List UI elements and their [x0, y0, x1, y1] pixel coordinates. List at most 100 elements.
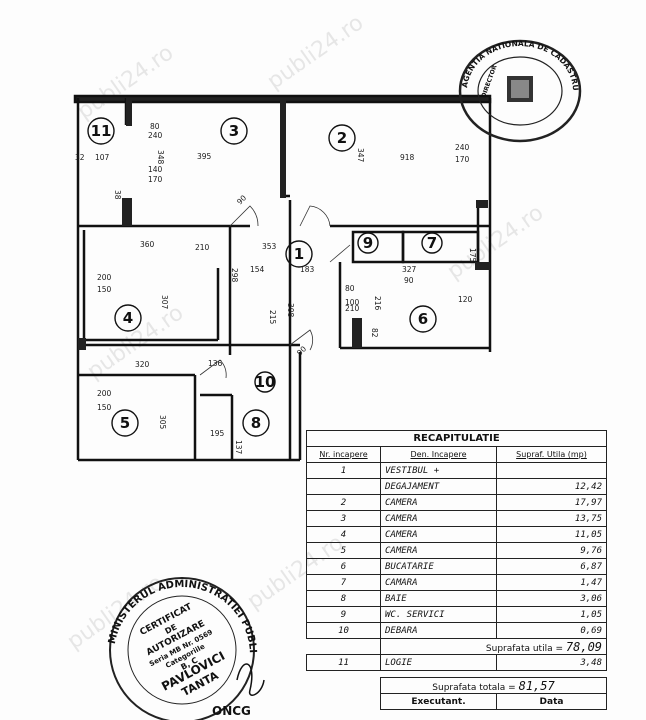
dimension-label: 150 [97, 403, 112, 412]
recap-header-nr: Nr. incapere [306, 446, 381, 463]
dimension-label: 918 [400, 153, 415, 162]
recap-cell-sup: 1,05 [495, 606, 608, 623]
recap-cell-sup: 17,97 [495, 494, 608, 511]
dimension-label: 347 [356, 148, 365, 163]
recapitulatie-table: RECAPITULATIE Nr. incapere Den. Incapere… [305, 430, 608, 716]
recap-cell-den: WC. SERVICI [380, 606, 497, 623]
recap-cell-sup: 6,87 [495, 558, 608, 575]
dimension-label: 307 [160, 295, 169, 310]
dimension-label: 170 [148, 175, 163, 184]
recap-cell-sup: 0,69 [495, 622, 608, 639]
dimension-label: 137 [234, 440, 243, 455]
room-number: 6 [418, 310, 428, 328]
recap-cell-den: BAIE [380, 590, 497, 607]
recap-cell-nr: 1 [306, 462, 381, 479]
recap-cell-nr: 4 [306, 526, 381, 543]
dimension-label: 140 [148, 165, 163, 174]
dimension-label: 120 [458, 295, 473, 304]
recap-cell-den: CAMERA [380, 510, 497, 527]
recap-cell-nr: 9 [306, 606, 381, 623]
dimension-label: 150 [97, 285, 112, 294]
dimension-label: 360 [140, 240, 155, 249]
ancpi-stamp: AGENTIA NATIONALA DE CADASTRU SI PUBLICI… [455, 36, 582, 143]
recap-cell-den: CAMERA [380, 494, 497, 511]
dimension-label: 240 [148, 131, 163, 140]
recap-header-sup: Supraf. Utila (mp) [495, 446, 608, 463]
recap-cell-den: CAMARA [380, 574, 497, 591]
recap-cell-sup: 3,06 [495, 590, 608, 607]
dimension-label: 195 [210, 429, 225, 438]
recap-cell-nr: 5 [306, 542, 381, 559]
stamp-suffix: ONCG [212, 704, 251, 718]
room-marker-5: 5 [111, 409, 139, 437]
dimension-label: 80 [150, 122, 160, 131]
dimension-label: 353 [262, 242, 277, 251]
room-number: 4 [123, 309, 133, 327]
recap-cell-nr: 2 [306, 494, 381, 511]
stamp-center-text: DIRECTOR [480, 64, 498, 99]
recap-cell-sup: 9,76 [495, 542, 608, 559]
logie-den: LOGIE [380, 654, 497, 671]
dimension-label: 308 [286, 303, 295, 318]
dimension-label: 216 [373, 296, 382, 311]
recap-cell-nr: 6 [306, 558, 381, 575]
room-number: 8 [251, 414, 261, 432]
dimension-label: 348 [156, 150, 165, 165]
dimension-label: 38 [113, 190, 122, 200]
door-swings [199, 205, 351, 379]
total-util-value: 78,09 [565, 639, 603, 654]
dimension-label: 200 [97, 389, 112, 398]
recap-cell-sup: 1,47 [495, 574, 608, 591]
recap-header-den: Den. Incapere [380, 446, 497, 463]
dimension-label: 80 [345, 284, 355, 293]
dimension-label: 215 [268, 310, 277, 325]
room-number: 3 [229, 122, 239, 140]
recap-cell-sup: 13,75 [495, 510, 608, 527]
dimension-label: 100 [345, 298, 360, 307]
dimension-label: 210 [195, 243, 210, 252]
recap-cell-nr [306, 478, 381, 495]
wall-fills [78, 98, 490, 350]
recap-cell-nr: 7 [306, 574, 381, 591]
recap-cell-sup: 12,42 [495, 478, 608, 495]
recap-cell-den: CAMERA [380, 526, 497, 543]
dimension-label: 32 [75, 153, 85, 162]
dimension-label: 136 [208, 359, 223, 368]
recap-cell-den: DEBARA [380, 622, 497, 639]
room-marker-11: 11 [87, 117, 115, 145]
room-marker-9: 9 [357, 232, 379, 254]
room-marker-10: 10 [254, 371, 276, 393]
recap-cell-den: DEGAJAMENT [380, 478, 497, 495]
recap-cell-sup: 11,05 [495, 526, 608, 543]
dimension-label: 154 [250, 265, 265, 274]
signature [236, 663, 265, 696]
dimension-label: 240 [455, 143, 470, 152]
dimension-label: 107 [95, 153, 110, 162]
room-number: 1 [294, 245, 304, 263]
total-row: Suprafata totala = 81,57 [379, 677, 608, 694]
dimension-label: 210 [345, 304, 360, 313]
dimension-label: 90 [404, 276, 414, 285]
dimension-label: 327 [402, 265, 417, 274]
room-marker-7: 7 [421, 232, 443, 254]
recap-cell-den: VESTIBUL + [380, 462, 497, 479]
dimension-label: 90 [235, 193, 248, 206]
total-util-label: Suprafata utila = [485, 643, 564, 654]
room-number: 11 [91, 122, 112, 140]
recap-cell-nr: 8 [306, 590, 381, 607]
room-marker-4: 4 [114, 304, 142, 332]
